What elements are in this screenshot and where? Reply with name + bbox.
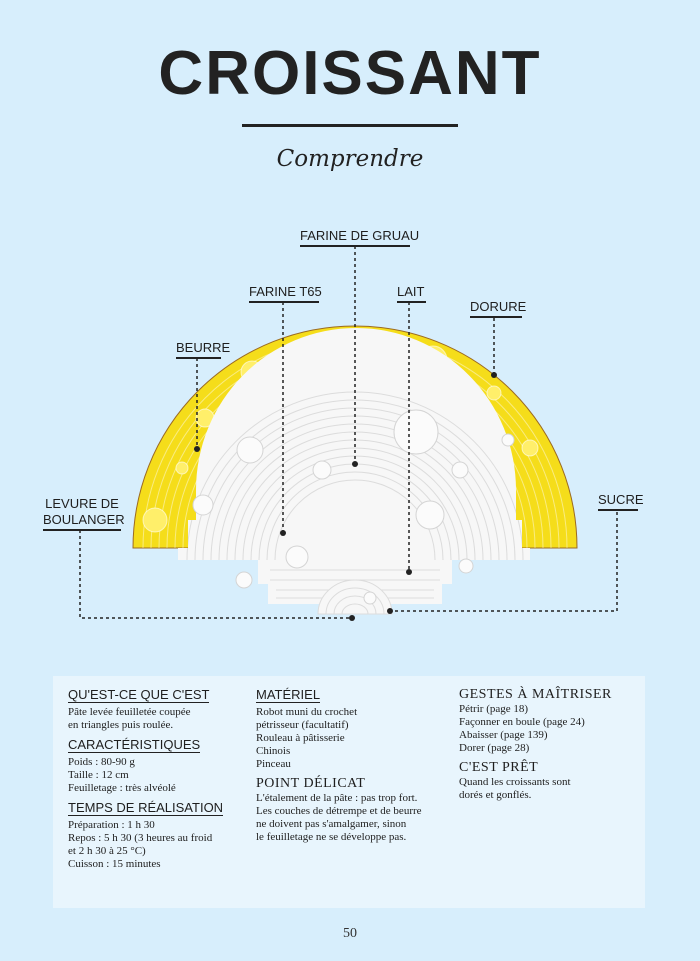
materiel-line: Rouleau à pâtisserie bbox=[256, 732, 345, 744]
label-farine-t65: FARINE T65 bbox=[249, 284, 322, 299]
page-title: CROISSANT bbox=[158, 39, 542, 108]
title-underline bbox=[242, 124, 458, 127]
page-subtitle: Comprendre bbox=[276, 146, 424, 172]
carac-line: Taille : 12 cm bbox=[68, 769, 129, 781]
quest-line: en triangles puis roulée. bbox=[68, 719, 174, 731]
gestes-line: Pétrir (page 18) bbox=[459, 703, 529, 715]
label-rule-levure bbox=[43, 529, 121, 531]
materiel-line: Pinceau bbox=[256, 758, 291, 770]
carac-line: Poids : 80-90 g bbox=[68, 756, 135, 768]
lait-marker-dot bbox=[406, 569, 412, 575]
diagram-leader-lines bbox=[79, 246, 618, 619]
carac-line: Feuilletage : très alvéolé bbox=[68, 782, 176, 794]
section-heading-quest: QU'EST-CE QUE C'EST bbox=[68, 687, 210, 703]
sucre-marker-dot bbox=[387, 608, 393, 614]
label-rule-beurre bbox=[176, 357, 221, 359]
info-panel: QU'EST-CE QUE C'EST Pâte levée feuilleté… bbox=[53, 676, 645, 908]
materiel-line: Robot muni du crochet bbox=[256, 706, 358, 718]
label-rule-farine-t65 bbox=[249, 301, 319, 303]
label-rule-dorure bbox=[470, 316, 522, 318]
label-levure-line1: LEVURE DE bbox=[45, 496, 119, 511]
label-lait: LAIT bbox=[397, 284, 425, 299]
label-levure-line2: BOULANGER bbox=[43, 512, 125, 527]
label-dorure: DORURE bbox=[470, 299, 527, 314]
temps-line: Préparation : 1 h 30 bbox=[68, 819, 155, 831]
info-column-right: GESTES À MAÎTRISER Pétrir (page 18) Faço… bbox=[459, 688, 639, 802]
point-line: L'étalement de la pâte : pas trop fort. bbox=[256, 792, 418, 804]
section-heading-temps: TEMPS DE RÉALISATION bbox=[68, 800, 224, 816]
point-line: le feuilletage ne se développe pas. bbox=[256, 831, 407, 843]
info-column-middle: MATÉRIEL Robot muni du crochet pétrisseu… bbox=[256, 688, 446, 844]
croissant-cross-section-diagram bbox=[79, 246, 618, 621]
section-heading-materiel: MATÉRIEL bbox=[256, 687, 321, 703]
dorure-marker-dot bbox=[491, 372, 497, 378]
temps-line: Repos : 5 h 30 (3 heures au froid bbox=[68, 832, 213, 844]
t65-marker-dot bbox=[280, 530, 286, 536]
gestes-line: Abaisser (page 139) bbox=[459, 729, 548, 741]
gestes-line: Façonner en boule (page 24) bbox=[459, 716, 585, 728]
section-heading-point-delicat: POINT DÉLICAT bbox=[256, 776, 366, 791]
info-column-left: QU'EST-CE QUE C'EST Pâte levée feuilleté… bbox=[68, 688, 248, 871]
section-heading-caracteristiques: CARACTÉRISTIQUES bbox=[68, 737, 201, 753]
pret-line: dorés et gonflés. bbox=[459, 789, 532, 801]
materiel-line: pétrisseur (facultatif) bbox=[256, 719, 349, 731]
label-rule-farine-gruau bbox=[300, 245, 410, 247]
materiel-line: Chinois bbox=[256, 745, 291, 757]
pret-line: Quand les croissants sont bbox=[459, 776, 571, 788]
label-farine-gruau: FARINE DE GRUAU bbox=[300, 228, 420, 243]
section-heading-pret: C'EST PRÊT bbox=[459, 760, 539, 775]
levure-marker-dot bbox=[349, 615, 355, 621]
point-line: Les couches de détrempe et de beurre bbox=[256, 805, 422, 817]
gruau-marker-dot bbox=[352, 461, 358, 467]
label-beurre: BEURRE bbox=[176, 340, 231, 355]
beurre-marker-dot bbox=[194, 446, 200, 452]
temps-line: et 2 h 30 à 25 °C) bbox=[68, 845, 146, 857]
section-heading-gestes: GESTES À MAÎTRISER bbox=[459, 687, 612, 702]
label-levure: LEVURE DE BOULANGER bbox=[43, 496, 125, 528]
page-number: 50 bbox=[343, 926, 357, 941]
gestes-line: Dorer (page 28) bbox=[459, 742, 530, 754]
temps-line: Cuisson : 15 minutes bbox=[68, 858, 161, 870]
quest-line: Pâte levée feuilletée coupée bbox=[68, 706, 191, 718]
label-rule-sucre bbox=[598, 509, 638, 511]
point-line: ne doivent pas s'amalgamer, sinon bbox=[256, 818, 407, 830]
label-sucre: SUCRE bbox=[598, 492, 644, 507]
label-rule-lait bbox=[397, 301, 426, 303]
